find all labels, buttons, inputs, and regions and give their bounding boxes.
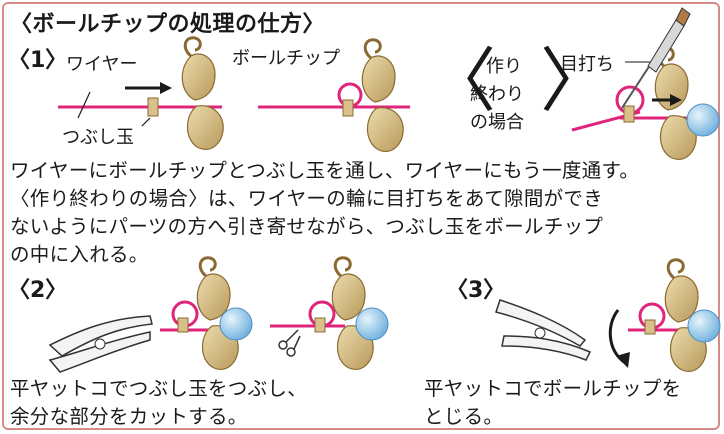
page-title: 〈ボールチップの処理の仕方〉 [10,12,326,37]
step1-description-line1: ワイヤーにボールチップとつぶし玉を通し、ワイヤーにもう一度通す。 [10,159,640,182]
step2-diagram-b [270,256,389,371]
step3-number: 〈3〉 [446,278,506,303]
step1-number: 〈1〉 [8,48,68,73]
ball-tip-label: ボールチップ [232,48,340,69]
step2-description-line2: 余分な部分をカットする。 [10,405,248,428]
end-case-bracket-left: 〈 [426,40,496,122]
step1-diagram-a [58,36,225,151]
end-case-line3: の場合 [470,112,524,133]
end-case-line1: 作り [486,56,522,77]
step2-description-line1: 平ヤットコでつぶし玉をつぶし、 [10,377,308,400]
step3-pliers-illustration [495,299,592,361]
end-case-line2: 終わり [470,84,524,105]
step2-number: 〈2〉 [8,278,68,303]
step1-description-line3: ないようにパーツの方へ引き寄せながら、つぶし玉をボールチップ [10,215,604,238]
step2-pliers-illustration [48,315,153,373]
end-case-bracket-right: 〉 [540,40,610,122]
step3-description-line2: とじる。 [424,405,504,428]
step1-description-line4: の中に入れる。 [10,243,149,266]
awl-label: 目打ち [560,54,614,75]
wire-label: ワイヤー [66,54,138,75]
step3-diagram [608,258,721,373]
step1-diagram-c [571,7,720,161]
step2-diagram-a [160,256,253,371]
step3-description-line1: 平ヤットコでボールチップを [424,377,682,400]
crimp-bead-label: つぶし玉 [62,127,134,148]
step1-diagram-b [258,38,410,153]
step1-description-line2: 〈作り終わりの場合〉は、ワイヤーの輪に目打ちをあて隙間ができ [10,187,604,210]
scissors-icon [278,329,301,357]
